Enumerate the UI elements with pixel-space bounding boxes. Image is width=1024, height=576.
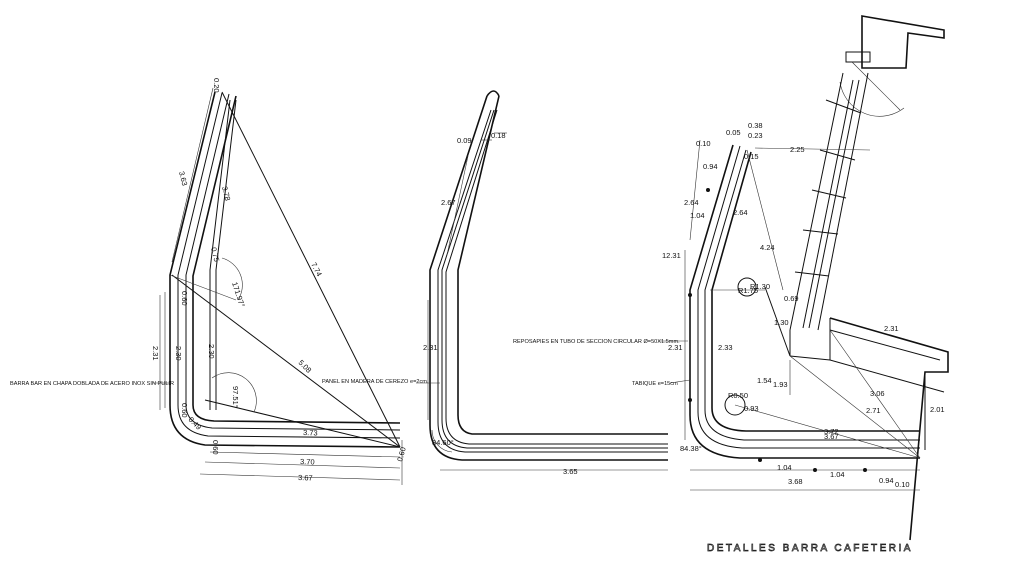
dim-text: 3.68	[788, 477, 803, 486]
dim-text: 0.60	[180, 403, 189, 418]
dim-text: 1.54	[757, 376, 772, 385]
dim-text: 2.31	[151, 346, 160, 361]
right-plan-view: 0.38 0.05 0.23 0.10 0.15 2.25 0.94 2.64 …	[513, 15, 949, 541]
dim-text: 0.23	[748, 131, 763, 140]
dim-text: 0.10	[696, 139, 711, 148]
dim-text: 2.25	[790, 145, 805, 154]
dim-text: 2.64	[733, 208, 748, 217]
dim-text: 3.72	[824, 427, 839, 436]
dim-text: R1.30	[750, 282, 770, 291]
dim-text: 0.09	[457, 136, 472, 145]
dim-text: R1.75	[738, 286, 758, 295]
dim-text: 2.31	[668, 343, 683, 352]
bar-material-note: BARRA BAR EN CHAPA DOBLADA DE ACERO INOX…	[10, 381, 174, 387]
dim-text: 2.30	[174, 346, 183, 361]
dim-text: 0.20	[212, 78, 221, 93]
dim-text: 171.97°	[230, 281, 247, 308]
dim-text: 3.65	[563, 467, 578, 476]
dim-text: 0.94	[703, 162, 718, 171]
dim-text: 0.60	[395, 446, 407, 462]
dim-text: 4.24	[760, 243, 775, 252]
dim-text: 2.01	[930, 405, 945, 414]
dim-text: 3.67	[298, 473, 313, 483]
dim-text: 0.18	[491, 131, 506, 140]
dim-text: 0.94	[879, 476, 894, 485]
dim-text: 84.60°	[432, 438, 454, 447]
dim-text: 1.04	[830, 470, 845, 479]
dim-text: 1.04	[777, 463, 792, 472]
panel-material-note: PANEL EN MADERA DE CEREZO e=2cm.	[322, 379, 429, 385]
radius-circle	[724, 394, 746, 416]
dim-text: 2.67	[441, 198, 456, 207]
dim-text: 2.30	[207, 344, 216, 359]
dim-text: 2.71	[866, 406, 881, 415]
dim-text: 0.75	[209, 246, 221, 262]
dim-text: 5.08	[297, 358, 314, 375]
dim-text: 2.31	[884, 324, 899, 333]
dim-text: 84.38°	[680, 444, 702, 453]
dim-text: 3.78	[220, 185, 232, 201]
middle-panel-view: 0.09 0.18 2.67 2.31 84.60° 3.65 PANEL EN…	[322, 90, 668, 476]
dim-text: 3.06	[870, 389, 885, 398]
dim-text: 0.60	[180, 291, 189, 306]
dim-text: 1.04	[690, 211, 705, 220]
dim-text: 12.31	[662, 251, 681, 260]
dim-text: 97.51°	[231, 386, 240, 408]
dim-text: R0.50	[728, 391, 748, 400]
drawing-title: DETALLES BARRA CAFETERIA	[707, 543, 913, 554]
radius-circle	[737, 277, 757, 297]
wall-note: TABIQUE e=15cm	[632, 381, 678, 387]
dim-text: 0.60	[211, 440, 220, 455]
dim-text: 2.33	[718, 343, 733, 352]
dim-text: 2.64	[684, 198, 699, 207]
dim-text: 2.31	[423, 343, 438, 352]
dim-text: 1.93	[773, 380, 788, 389]
dim-text: 3.63	[177, 170, 189, 186]
dim-text: 3.67	[824, 432, 839, 441]
dim-text: 3.73	[303, 428, 318, 438]
footrest-note: REPOSAPIES EN TUBO DE SECCION CIRCULAR Ø…	[513, 339, 680, 345]
dim-text: 0.15	[744, 152, 759, 161]
dim-text: 0.38	[748, 121, 763, 130]
left-bar-view: 0.20 3.63 3.78 7.74 0.75 171.97° 2.31 2.…	[10, 78, 408, 485]
dim-text: 0.69	[784, 294, 799, 303]
dim-text: 0.05	[726, 128, 741, 137]
dim-text: 3.70	[300, 457, 315, 467]
dim-text: 0.10	[895, 480, 910, 489]
dim-text: 1.30	[774, 318, 789, 327]
dim-text: 0.93	[744, 404, 759, 413]
